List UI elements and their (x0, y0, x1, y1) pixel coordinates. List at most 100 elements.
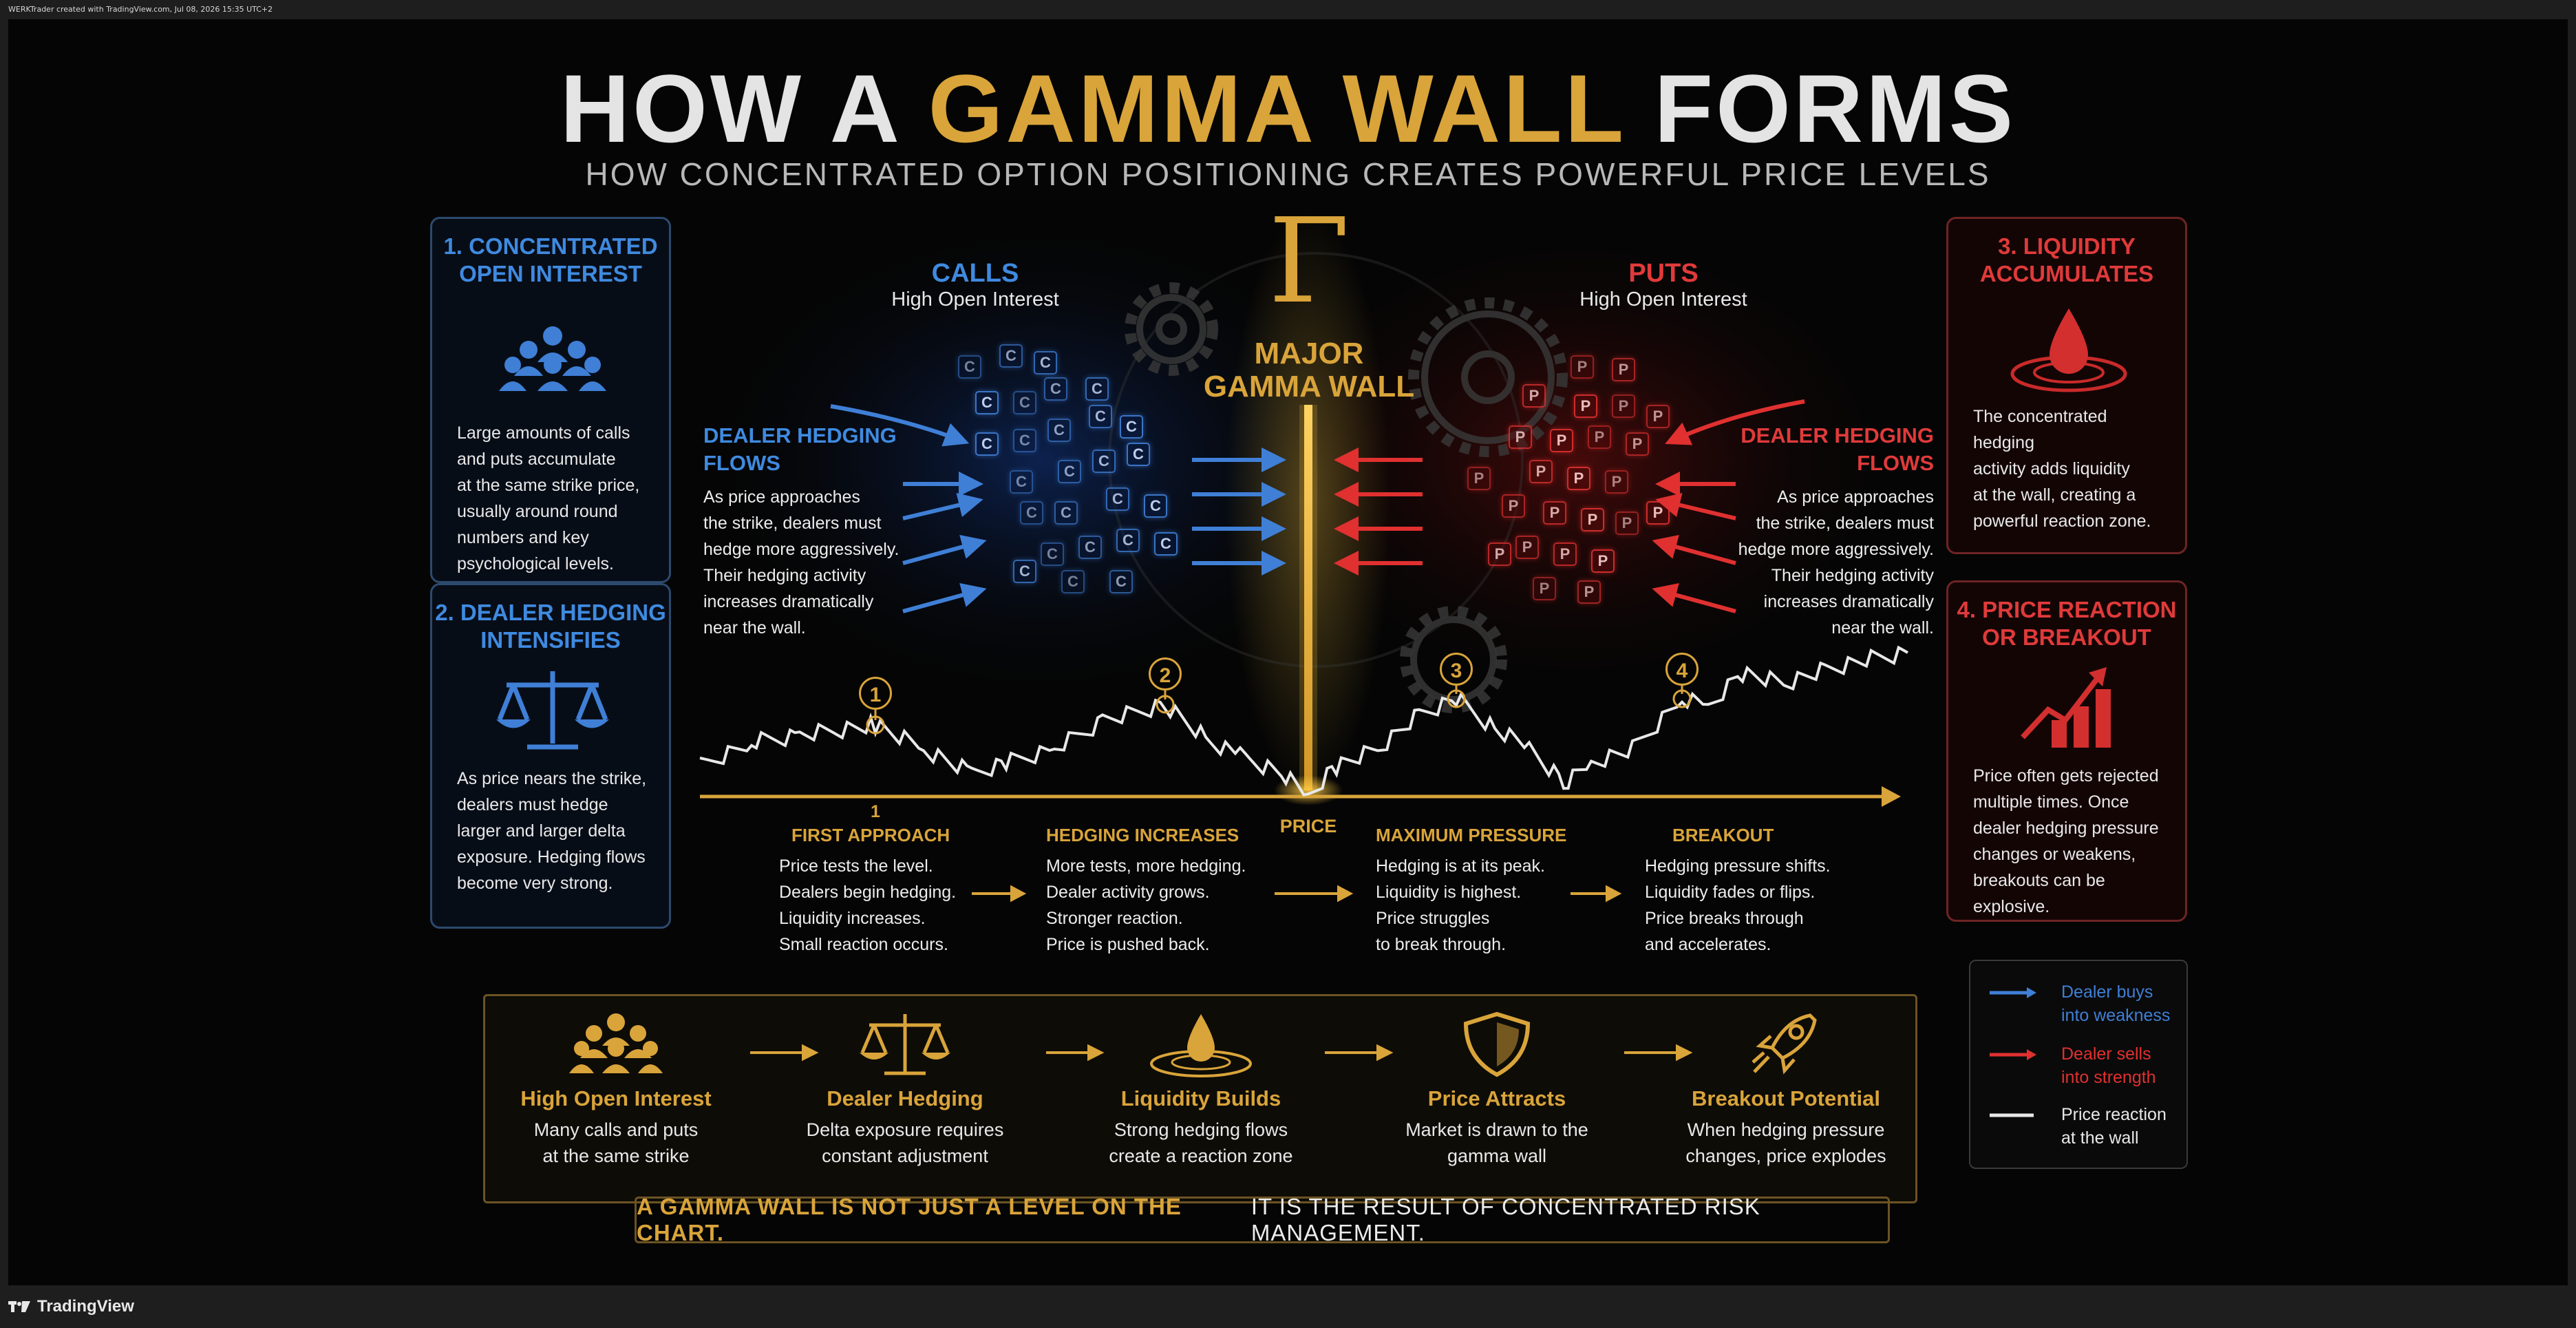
red-flow-arrow (1665, 399, 1805, 445)
put-option-tile: P (1612, 358, 1635, 381)
hedge-title-line1: DEALER HEDGING (703, 423, 897, 447)
box-dealer-hedging-intensifies: 2. DEALER HEDGING INTENSIFIES As price n… (430, 583, 671, 929)
text-line: Many calls and puts (533, 1119, 699, 1140)
text-line: to break through. (1376, 935, 1507, 954)
calls-title: CALLS (931, 259, 1019, 288)
text-line: at the same strike price, (457, 476, 640, 495)
text-line: More tests, more hedging. (1046, 856, 1246, 876)
put-option-tile: P (1588, 425, 1611, 449)
box-price-reaction-or-breakout: 4. PRICE REACTION OR BREAKOUT Price ofte… (1946, 580, 2187, 922)
call-option-tile: C (1127, 443, 1150, 466)
put-option-tile: P (1502, 494, 1525, 518)
flow-step-name: Price Attracts (1427, 1086, 1566, 1110)
put-option-tile: P (1529, 460, 1553, 483)
footer-brand: TradingView (37, 1297, 134, 1316)
text-line: increases dramatically (1763, 592, 1934, 611)
text-line: become very strong. (457, 874, 613, 893)
right-hedging-note: DEALER HEDGING FLOWS As price approaches… (1688, 422, 1934, 641)
title-highlight: GAMMA WALL (928, 54, 1625, 162)
wall-label-line1: MAJOR (1254, 337, 1364, 370)
text-line: As price nears the strike, (457, 769, 647, 788)
text-line: psychological levels. (457, 554, 614, 573)
put-option-tile: P (1612, 394, 1635, 418)
text-line: numbers and key (457, 528, 589, 547)
hedge-title-line2: FLOWS (1857, 451, 1934, 475)
marker-4: 4 (1665, 653, 1699, 686)
text-line: As price approaches (703, 487, 860, 507)
call-option-tile: C (1058, 460, 1081, 483)
call-option-tile: C (1044, 377, 1067, 401)
text-line: larger and larger delta (457, 821, 626, 841)
call-option-tile: C (1061, 570, 1085, 593)
text-line: and accelerates. (1645, 935, 1771, 954)
droplet-icon (2010, 308, 2127, 392)
call-option-tile: C (1013, 429, 1036, 452)
marker-1: 1 (859, 677, 892, 710)
text-line: Market is drawn to the (1405, 1119, 1588, 1140)
put-option-tile: P (1615, 512, 1639, 535)
text-line: increases dramatically (703, 592, 874, 611)
text-line: at the wall, creating a (1973, 485, 2136, 505)
put-option-tile: P (1605, 470, 1628, 494)
put-option-tile: P (1488, 542, 1511, 566)
text-line: gamma wall (1447, 1146, 1547, 1166)
text-line: Their hedging activity (1771, 566, 1934, 585)
text-line: Price tests the level. (779, 856, 933, 876)
left-hedging-note: DEALER HEDGING FLOWS As price approaches… (703, 422, 930, 641)
background-glow (696, 212, 1922, 807)
box-1-text: Large amounts of calls and puts accumula… (457, 420, 655, 577)
blue-flow-arrow (902, 493, 983, 520)
flow-step-dealer-hedging: Dealer Hedging Delta exposure requires c… (788, 1010, 1022, 1169)
text-line: Liquidity increases. (779, 909, 926, 928)
box-concentrated-open-interest: 1. CONCENTRATED OPEN INTEREST Large amou… (430, 217, 671, 583)
put-option-tile: P (1550, 429, 1573, 452)
process-flow-panel: High Open Interest Many calls and puts a… (483, 994, 1917, 1203)
red-flow-arrow (1652, 582, 1736, 613)
price-label: PRICE (1279, 816, 1337, 836)
stage-title: MAXIMUM PRESSURE (1376, 825, 1567, 845)
blue-flow-arrow (830, 404, 970, 447)
call-option-tile: C (1109, 570, 1133, 593)
call-option-tile: C (1085, 377, 1109, 401)
infographic-canvas: HOW A GAMMA WALL FORMS HOW CONCENTRATED … (8, 19, 2568, 1285)
call-option-tile: C (999, 344, 1023, 368)
text-line: Liquidity is highest. (1376, 883, 1522, 902)
hedge-title-line1: DEALER HEDGING (1741, 423, 1934, 447)
stage-breakout: BREAKOUT Hedging pressure shifts. Liquid… (1645, 825, 1865, 958)
scales-icon (496, 671, 609, 750)
text-line: and puts accumulate (457, 450, 616, 469)
text-line: usually around round (457, 502, 618, 521)
text-line: When hedging pressure (1687, 1119, 1885, 1140)
stage-title: BREAKOUT (1672, 825, 1774, 845)
legend-line: into weakness (2061, 1006, 2171, 1025)
call-option-tile: C (1116, 529, 1140, 552)
call-option-tile: C (1013, 391, 1036, 414)
text-line: changes or weakens, (1973, 845, 2136, 864)
screenshot-caption: WERKTrader created with TradingView.com,… (0, 0, 2576, 19)
text-line: Small reaction occurs. (779, 935, 948, 954)
box-title-line2: ACCUMULATES (1979, 261, 2154, 286)
put-option-tile: P (1509, 425, 1532, 449)
page-title: HOW A GAMMA WALL FORMS (8, 57, 2568, 160)
box-title-line2: OPEN INTEREST (459, 261, 642, 286)
legend-line: Dealer buys (2061, 982, 2153, 1002)
text-line: Strong hedging flows (1114, 1119, 1288, 1140)
blue-flow-arrow (902, 582, 987, 613)
key-message-banner: A GAMMA WALL IS NOT JUST A LEVEL ON THE … (635, 1194, 1890, 1245)
flow-step-high-open-interest: High Open Interest Many calls and puts a… (499, 1010, 733, 1169)
crowd-icon (569, 1013, 663, 1073)
put-option-tile: P (1626, 432, 1649, 456)
text-line: dealers must hedge (457, 795, 608, 814)
people-icon (499, 326, 606, 391)
box-title-line1: 3. LIQUIDITY (1998, 233, 2136, 259)
call-option-tile: C (1047, 419, 1071, 442)
banner-white-text: IT IS THE RESULT OF CONCENTRATED RISK MA… (1250, 1194, 1760, 1245)
puts-header: PUTS High Open Interest (1509, 259, 1818, 311)
text-line: Hedging pressure shifts. (1645, 856, 1831, 876)
call-option-tile: C (1106, 487, 1129, 511)
blue-flow-arrow (902, 534, 987, 565)
flow-step-price-attracts: Price Attracts Market is drawn to the ga… (1380, 1010, 1614, 1169)
put-option-tile: P (1577, 580, 1601, 604)
text-line: the strike, dealers must (703, 514, 882, 533)
